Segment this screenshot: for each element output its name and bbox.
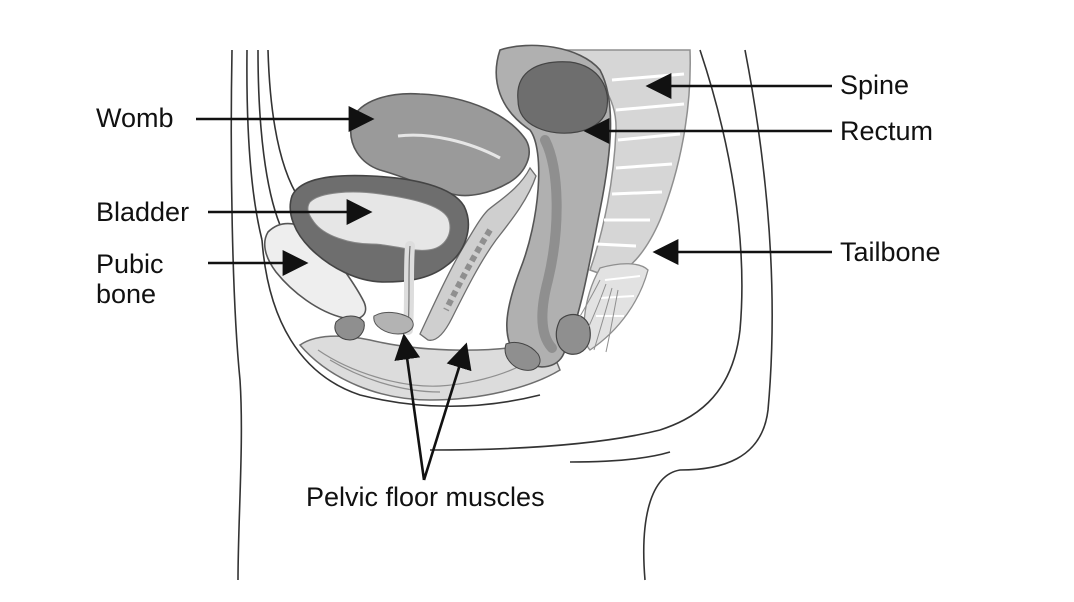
pubic-bone-label: Pubic bone	[96, 249, 164, 309]
pubic-bone-label-line2: bone	[96, 279, 157, 309]
pelvic-floor-arrow-right	[422, 342, 472, 481]
pubic-bone-label-line1: Pubic	[96, 249, 164, 279]
tailbone-shape	[583, 263, 649, 351]
bladder-label: Bladder	[96, 197, 190, 227]
rectum-shape	[495, 44, 612, 368]
vagina-shape	[419, 166, 537, 341]
tailbone-label: Tailbone	[840, 237, 941, 267]
pelvic-floor-tissue	[298, 335, 561, 401]
body-outline	[230, 49, 773, 581]
pelvic-ligaments	[565, 279, 619, 353]
rectum-label: Rectum	[840, 116, 934, 146]
spine-label: Spine	[840, 70, 910, 100]
womb-label: Womb	[96, 103, 174, 133]
pelvic-floor-arrow-left	[394, 333, 426, 481]
external-genitalia-shape	[334, 311, 541, 371]
womb-shape	[349, 92, 530, 197]
pelvic-floor-muscles-label: Pelvic floor muscles	[306, 482, 545, 512]
label-arrows	[196, 73, 832, 481]
